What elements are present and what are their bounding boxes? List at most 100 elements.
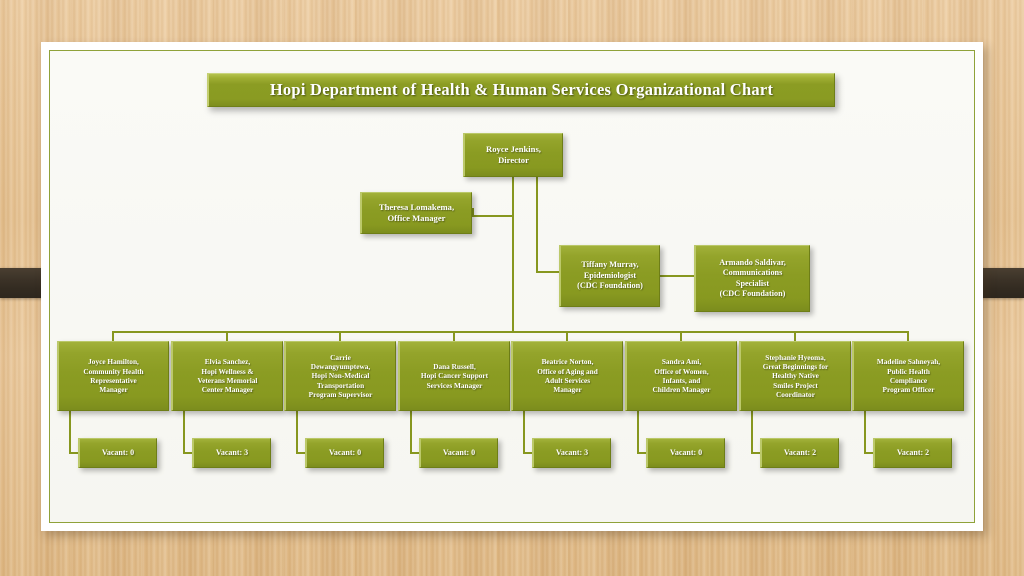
node-department[interactable]: Elvia Sanchez,Hopi Wellness &Veterans Me…	[171, 341, 283, 411]
node-department-line: Manager	[553, 385, 582, 395]
node-department-line: Smiles Project	[773, 380, 818, 390]
node-department-line: Great Beginnings for	[762, 362, 829, 371]
connector-bus-to-department	[794, 331, 796, 341]
node-department-line: Hopi Cancer Support	[420, 371, 489, 381]
connector-epi-to-comms	[659, 275, 695, 277]
connector-department-to-vacant-arm	[523, 452, 532, 454]
node-department-line: Community Health	[83, 366, 144, 376]
connector-department-to-vacant-arm	[69, 452, 78, 454]
node-office-manager-line2: Office Manager	[387, 213, 446, 223]
node-department-line: Carrie	[330, 352, 351, 362]
node-epidemiologist[interactable]: Tiffany Murray, Epidemiologist (CDC Foun…	[559, 245, 660, 307]
node-department-line: Compliance	[889, 376, 928, 385]
connector-cdc-elbow	[536, 271, 560, 273]
node-communications-specialist[interactable]: Armando Saldivar, Communications Special…	[694, 245, 810, 312]
connector-department-to-vacant-drop	[523, 411, 525, 453]
connector-department-to-vacant-arm	[410, 452, 419, 454]
chart-title-bar: Hopi Department of Health & Human Servic…	[207, 73, 835, 107]
node-department-line: Office of Aging and	[537, 366, 598, 376]
connector-department-to-vacant-drop	[751, 411, 753, 453]
connector-department-to-vacant-drop	[637, 411, 639, 453]
page-title: Hopi Department of Health & Human Servic…	[269, 80, 774, 99]
node-vacant-count[interactable]: Vacant: 0	[419, 438, 498, 468]
vacant-label: Vacant: 0	[442, 447, 476, 457]
connector-bus-to-department	[680, 331, 682, 341]
node-vacant-count[interactable]: Vacant: 2	[873, 438, 952, 468]
node-department-line: Program Officer	[882, 385, 935, 395]
vacant-label: Vacant: 2	[783, 447, 817, 457]
node-vacant-count[interactable]: Vacant: 3	[192, 438, 271, 468]
node-department-line: Joyce Hamilton,	[88, 357, 139, 367]
node-department-line: Dewangyumptewa,	[310, 362, 371, 371]
connector-bus-to-department	[453, 331, 455, 341]
connector-bus-to-department	[566, 331, 568, 341]
node-department-line: Infants, and	[662, 376, 701, 385]
connector-department-to-vacant-arm	[296, 452, 305, 454]
node-vacant-count[interactable]: Vacant: 0	[305, 438, 384, 468]
node-department-line: Center Manager	[201, 385, 254, 395]
connector-director-cdc-stem	[536, 176, 538, 272]
node-vacant-count[interactable]: Vacant: 0	[78, 438, 157, 468]
vacant-label: Vacant: 0	[669, 447, 703, 457]
connector-bus-to-department	[907, 331, 909, 341]
node-department-line: Manager	[99, 385, 128, 395]
connector-director-spine	[512, 176, 514, 332]
vacant-label: Vacant: 3	[555, 447, 589, 457]
node-department-line: Beatrice Norton,	[541, 357, 594, 367]
connector-bus-to-department	[339, 331, 341, 341]
node-department-line: Representative	[90, 376, 137, 385]
node-department-line: Elvia Sanchez,	[204, 357, 251, 367]
node-department-line: Office of Women,	[654, 366, 709, 376]
node-department-line: Sandra Ami,	[661, 357, 702, 367]
node-communications-line2: Communications	[722, 268, 783, 277]
connector-department-to-vacant-arm	[183, 452, 192, 454]
vacant-label: Vacant: 0	[101, 447, 135, 457]
node-director[interactable]: Royce Jenkins, Director	[463, 133, 563, 177]
node-office-manager[interactable]: Theresa Lomakema, Office Manager	[360, 192, 472, 234]
connector-department-to-vacant-arm	[864, 452, 873, 454]
connector-office-manager-stub	[472, 208, 474, 217]
node-department-line: Veterans Memorial	[197, 376, 258, 385]
connector-department-bus	[113, 331, 908, 333]
node-department-line: Coordinator	[776, 389, 815, 399]
node-department-line: Services Manager	[426, 380, 483, 390]
node-department-line: Madeline Sahneyah,	[876, 357, 941, 367]
node-department-line: Adult Services	[544, 376, 591, 385]
node-department-line: Hopi Non-Medical	[311, 371, 370, 381]
node-communications-line4: (CDC Foundation)	[719, 289, 786, 298]
connector-department-to-vacant-drop	[410, 411, 412, 453]
node-department-line: Program Supervisor	[308, 389, 373, 399]
vacant-label: Vacant: 2	[896, 447, 930, 457]
node-department-line: Stephanie Hyeoma,	[765, 352, 826, 362]
node-department-line: Transportation	[316, 380, 365, 390]
connector-department-to-vacant-arm	[637, 452, 646, 454]
node-office-manager-line1: Theresa Lomakema,	[378, 202, 455, 212]
node-communications-line3: Specialist	[735, 278, 770, 288]
connector-department-to-vacant-drop	[864, 411, 866, 453]
node-director-line2: Director	[498, 155, 529, 165]
node-epidemiologist-line2: Epidemiologist	[583, 270, 637, 280]
node-epidemiologist-line1: Tiffany Murray,	[581, 260, 639, 270]
node-department-line: Public Health	[887, 366, 930, 376]
node-director-line1: Royce Jenkins,	[486, 144, 541, 154]
node-department-line: Hopi Wellness &	[201, 366, 254, 376]
connector-department-to-vacant-drop	[296, 411, 298, 453]
node-vacant-count[interactable]: Vacant: 0	[646, 438, 725, 468]
node-communications-line1: Armando Saldivar,	[719, 257, 786, 267]
node-department-line: Healthy Native	[772, 371, 819, 381]
node-department-line: Children Manager	[652, 385, 711, 395]
node-department-line: Dana Russell,	[433, 362, 476, 371]
node-vacant-count[interactable]: Vacant: 2	[760, 438, 839, 468]
connector-department-to-vacant-arm	[751, 452, 760, 454]
connector-bus-to-department	[112, 331, 114, 341]
node-vacant-count[interactable]: Vacant: 3	[532, 438, 611, 468]
connector-department-to-vacant-drop	[69, 411, 71, 453]
